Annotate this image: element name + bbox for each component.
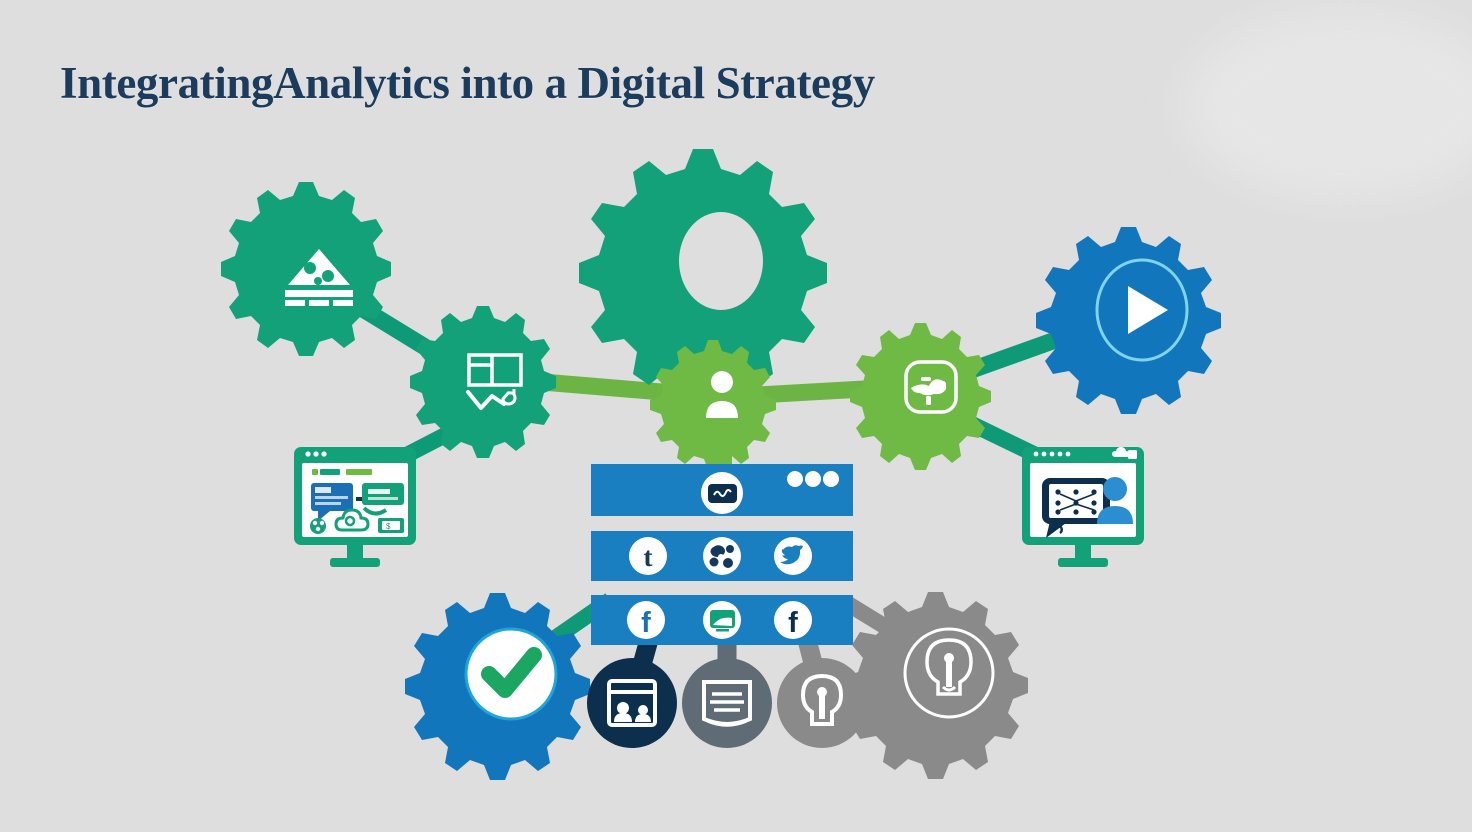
check-circle-icon <box>481 647 542 698</box>
stack-bar-top[interactable] <box>591 464 853 516</box>
user-icon <box>706 371 738 418</box>
abstract-blob-icon[interactable] <box>703 537 741 575</box>
gear-plain-center[interactable] <box>579 149 827 397</box>
gear-hub-hole <box>679 212 763 310</box>
badge-people[interactable] <box>587 658 677 748</box>
twitter-bird-icon[interactable] <box>774 537 812 575</box>
share-icon <box>310 518 326 534</box>
svg-text:t: t <box>644 542 653 572</box>
stack-bar-middle[interactable]: t <box>591 531 853 581</box>
dashboard-graph-icon <box>466 353 523 410</box>
tumblr-icon[interactable]: t <box>629 537 667 575</box>
window-menu-icon <box>1128 450 1137 459</box>
status-dot <box>805 471 821 487</box>
play-ring <box>1095 258 1189 362</box>
svg-text:$: $ <box>386 522 391 531</box>
monitor-right[interactable] <box>1022 447 1144 567</box>
page-title: IntegratingAnalytics into a Digital Stra… <box>60 58 875 108</box>
cloud-mini-icon <box>1112 447 1130 457</box>
idea-ring <box>903 627 995 719</box>
window-dot <box>1065 451 1071 457</box>
window-dot <box>1041 451 1047 457</box>
speech-bubble-diagram-icon <box>1042 478 1110 538</box>
gear-dashboard[interactable] <box>410 306 556 458</box>
person-avatar-icon <box>1097 477 1133 524</box>
money-icon: $ <box>378 518 404 533</box>
window-dot <box>1049 451 1055 457</box>
network-device-icon <box>904 360 958 414</box>
facebook-icon[interactable]: f <box>627 601 665 639</box>
document-card-icon <box>702 680 752 727</box>
gear-check[interactable] <box>405 593 590 780</box>
cloud-icon <box>334 508 370 532</box>
window-dot <box>305 451 311 457</box>
chat-bubble-icon <box>311 483 353 521</box>
svg-text:f: f <box>641 607 651 639</box>
people-card-icon <box>607 679 657 727</box>
monitor-left[interactable]: $ <box>294 447 416 567</box>
window-dot <box>1033 451 1039 457</box>
gear-idea[interactable] <box>843 592 1028 779</box>
gear-network[interactable] <box>850 323 991 470</box>
badge-document[interactable] <box>682 658 772 748</box>
lightbulb-circle-icon <box>925 638 973 696</box>
play-button-icon <box>1128 286 1168 334</box>
window-dot <box>313 451 319 457</box>
gear-icon <box>843 592 1028 779</box>
window-dot <box>1057 451 1063 457</box>
screen-icon[interactable] <box>703 601 741 639</box>
gear-user[interactable] <box>650 340 776 470</box>
status-dot <box>823 471 839 487</box>
window-dot <box>321 451 327 457</box>
media-card-icon <box>708 484 737 503</box>
content-card-icon <box>362 483 404 516</box>
status-dot <box>787 471 803 487</box>
stack-bar-bottom[interactable]: f f <box>591 595 853 645</box>
gear-icon <box>850 323 991 470</box>
gear-play[interactable] <box>1036 227 1221 414</box>
facebook-icon[interactable]: f <box>774 601 812 639</box>
gear-analytics-pie[interactable] <box>221 182 391 356</box>
bar-chart-pile-icon <box>285 249 353 306</box>
bulb-icon <box>800 673 844 726</box>
svg-text:f: f <box>788 607 798 639</box>
badge-bulb[interactable] <box>777 658 867 748</box>
gear-icon <box>410 306 556 458</box>
social-stack-panel[interactable]: t <box>591 464 853 645</box>
